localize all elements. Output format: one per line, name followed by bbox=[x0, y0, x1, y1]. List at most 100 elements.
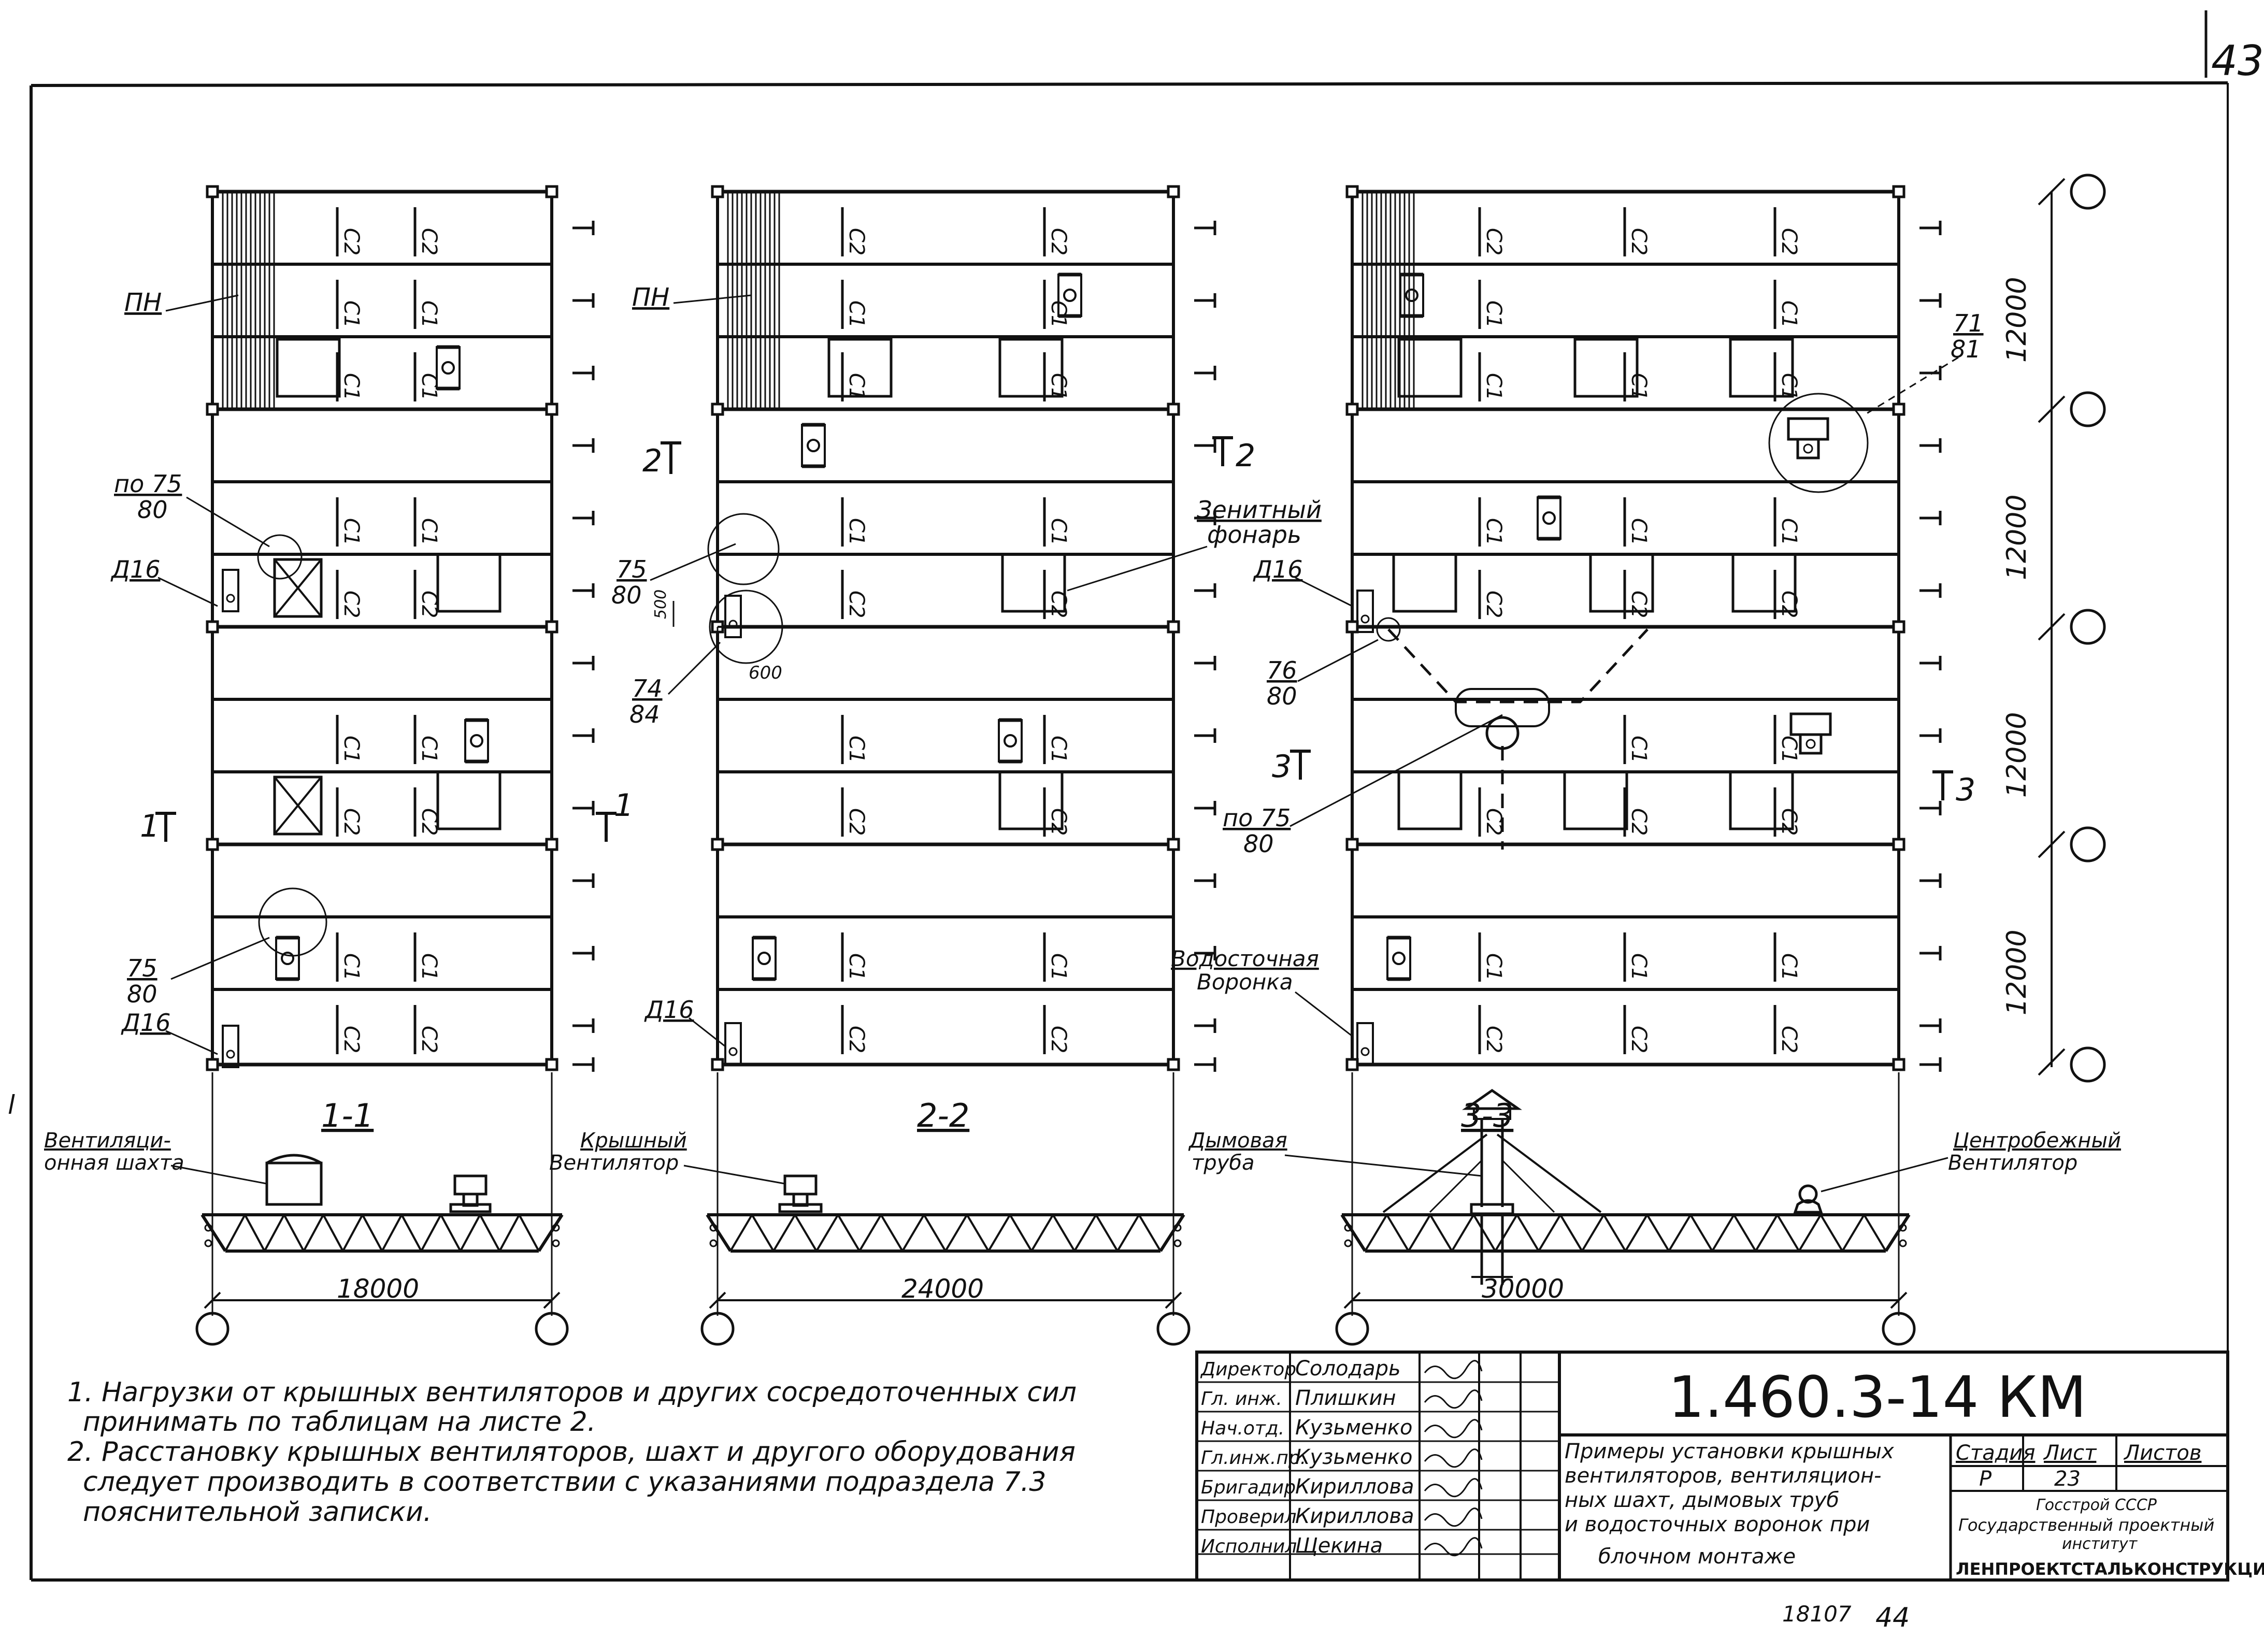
slab-label-36-text: C2 bbox=[1482, 228, 1506, 255]
centrifugal-fan-0-body bbox=[1796, 438, 1820, 459]
node bbox=[545, 403, 558, 416]
bolt bbox=[1899, 1224, 1907, 1232]
bolt bbox=[709, 1239, 718, 1247]
slab-label-15: C1 bbox=[413, 932, 441, 982]
axis-bubble-left bbox=[700, 1312, 735, 1346]
d16-d: Д16 bbox=[121, 1009, 170, 1037]
slab-label-46: C1 bbox=[1773, 497, 1801, 547]
node bbox=[545, 620, 558, 634]
slab-label-7: C1 bbox=[413, 497, 441, 547]
axis-bubble-right bbox=[1156, 1312, 1191, 1346]
web-diagonal bbox=[1733, 1214, 1757, 1252]
slab-label-0-text: C2 bbox=[339, 228, 363, 255]
note-line-4: следует производить в соответствии с ука… bbox=[83, 1467, 1046, 1498]
web-diagonal bbox=[1451, 1214, 1475, 1252]
drain-funnel-5 bbox=[1356, 1022, 1374, 1066]
web-diagonal bbox=[420, 1214, 442, 1252]
drain-funnel-4-hole bbox=[728, 1047, 738, 1056]
slab-label-44: C1 bbox=[1478, 497, 1506, 547]
web-diagonal bbox=[1646, 1214, 1670, 1252]
skylight-15 bbox=[1729, 770, 1794, 830]
slab-label-8: C2 bbox=[336, 570, 363, 619]
roof-fan-0-hub bbox=[441, 361, 455, 375]
annotation-7680: 76 80 bbox=[1267, 617, 1401, 710]
staff-name-5: Кириллова bbox=[1295, 1504, 1414, 1528]
bolt bbox=[552, 1224, 560, 1232]
skylight-7 bbox=[1001, 553, 1066, 613]
bolt bbox=[1899, 1239, 1907, 1247]
right-dimension-line: 12000 12000 12000 12000 bbox=[2001, 178, 2066, 1076]
web-diagonal bbox=[459, 1214, 481, 1252]
stage-label: Стадия bbox=[1956, 1441, 2035, 1465]
skylight-11 bbox=[436, 770, 501, 830]
annotation-7181: 71 81 bbox=[1768, 309, 1984, 493]
dim-12000-1: 12000 bbox=[2001, 277, 2032, 363]
staff-role-5: Проверил bbox=[1201, 1506, 1297, 1528]
drain-funnel-3-frame bbox=[222, 1025, 239, 1068]
node bbox=[1167, 620, 1180, 634]
node bbox=[1167, 1058, 1180, 1071]
sections: 1-1 Вентиляци- онная шахта 18000 2-2 Кры… bbox=[44, 1072, 2121, 1346]
drain-funnel-2-frame bbox=[1356, 590, 1374, 633]
drain-funnel-0-hole bbox=[226, 594, 235, 603]
drawing-title-1: Примеры установки крышных bbox=[1565, 1440, 1894, 1463]
web-diagonal bbox=[381, 1214, 403, 1252]
node bbox=[711, 403, 724, 416]
slab-label-29-text: C1 bbox=[1047, 736, 1070, 763]
web-diagonal bbox=[772, 1214, 796, 1252]
centrifugal-fan-0 bbox=[1787, 417, 1829, 459]
node bbox=[1892, 1058, 1905, 1071]
slab-label-19: C2 bbox=[1043, 207, 1070, 256]
roof-fan-3 bbox=[801, 423, 826, 468]
web-diagonal bbox=[440, 1214, 462, 1252]
staff-name-2: Кузьменко bbox=[1295, 1416, 1412, 1440]
bolt bbox=[1344, 1239, 1352, 1247]
slab-label-32: C1 bbox=[841, 932, 868, 982]
section-marker-3-right: 3 bbox=[1932, 770, 1975, 808]
slab-label-47: C2 bbox=[1478, 570, 1506, 619]
web-diagonal bbox=[1516, 1214, 1540, 1252]
skylight-14 bbox=[1563, 770, 1628, 830]
roof-fan-9-hub bbox=[1392, 952, 1406, 965]
roof-fan-8 bbox=[752, 936, 777, 981]
section-marker-2-right: 2 bbox=[1212, 436, 1255, 474]
d16-c: Д16 bbox=[1253, 555, 1302, 583]
web-diagonal bbox=[794, 1214, 818, 1252]
section-2-2-title: 2-2 bbox=[917, 1097, 969, 1134]
node bbox=[206, 838, 219, 851]
dim-12000-2: 12000 bbox=[2001, 495, 2032, 580]
span-tick bbox=[1165, 1291, 1182, 1309]
drain-funnel-4 bbox=[724, 1022, 742, 1066]
slab-label-20: C1 bbox=[841, 280, 868, 329]
node bbox=[1345, 185, 1359, 198]
section-marker-1-right: 1 bbox=[596, 787, 634, 842]
slab-label-12-text: C2 bbox=[339, 808, 363, 836]
slab-label-31-text: C2 bbox=[1047, 808, 1070, 836]
section-marker-1-left: 1 bbox=[140, 808, 176, 844]
truss-1 bbox=[195, 1072, 569, 1346]
web-diagonal bbox=[1116, 1214, 1140, 1252]
node bbox=[1892, 403, 1905, 416]
span-tick bbox=[204, 1291, 221, 1309]
slab-label-39: C1 bbox=[1478, 280, 1506, 329]
bolt bbox=[1173, 1239, 1182, 1247]
web-diagonal bbox=[1819, 1214, 1843, 1252]
slab-label-7-text: C1 bbox=[417, 518, 441, 545]
web-diagonal bbox=[815, 1214, 839, 1252]
section-3-3-label-2: труба bbox=[1192, 1151, 1255, 1175]
drain-funnel-1-frame bbox=[724, 595, 742, 638]
node bbox=[711, 185, 724, 198]
staff-grid bbox=[1197, 1352, 1559, 1580]
web-diagonal bbox=[303, 1214, 324, 1252]
section-2-2-label-1: Крышный bbox=[580, 1129, 687, 1153]
node bbox=[206, 403, 219, 416]
slab-label-37-text: C2 bbox=[1627, 228, 1651, 255]
node bbox=[545, 838, 558, 851]
staff-role-1: Гл. инж. bbox=[1201, 1388, 1282, 1410]
slab-label-32-text: C1 bbox=[844, 953, 868, 981]
skylight-6 bbox=[436, 553, 501, 613]
slab-label-33: C1 bbox=[1043, 932, 1070, 982]
slab-label-50: C1 bbox=[1623, 715, 1651, 764]
section-marker-2-left: 2 bbox=[642, 441, 681, 479]
slab-label-39-text: C1 bbox=[1482, 300, 1506, 328]
